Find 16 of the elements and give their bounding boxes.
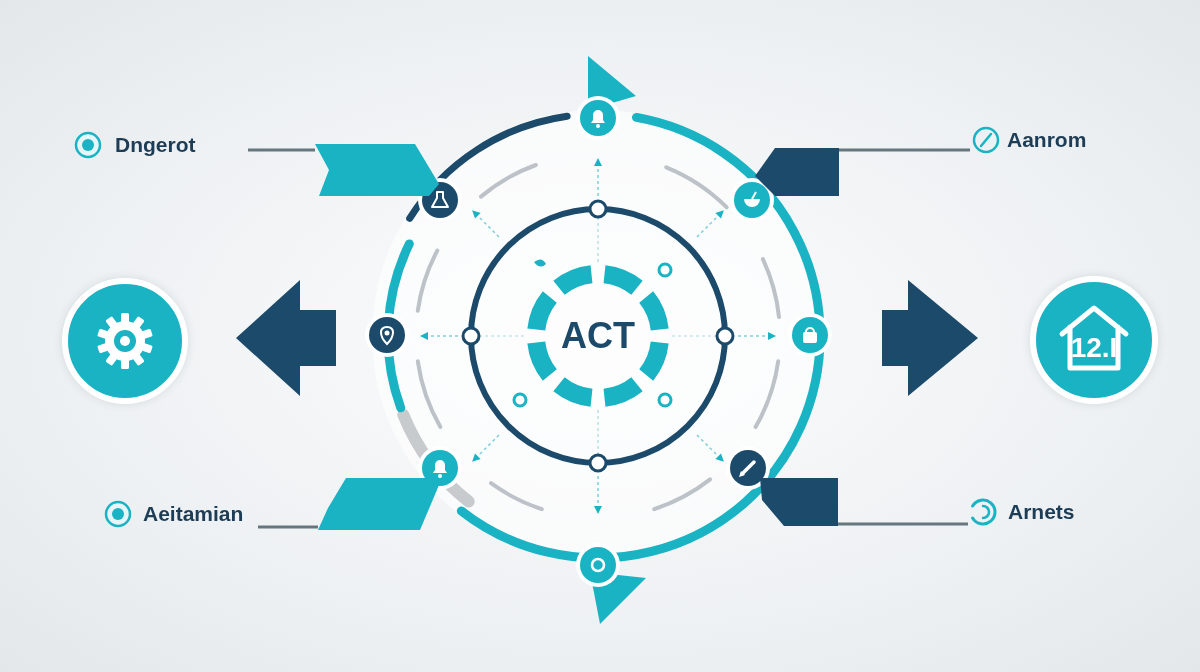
heading-text: Aeitamian — [143, 501, 244, 527]
tag-shape — [760, 478, 838, 526]
leader-line — [258, 525, 318, 529]
house-number-text: 12.I — [1070, 332, 1118, 364]
tag-shape — [318, 478, 442, 530]
tag-shape — [755, 148, 839, 196]
leader-line — [838, 522, 968, 526]
block-arrow — [236, 280, 336, 396]
tag-shape — [315, 144, 439, 196]
leader-line — [839, 148, 970, 152]
center-title: ACT — [561, 316, 635, 356]
block-arrow — [882, 280, 978, 396]
leader-line — [248, 148, 315, 152]
heading-text: Aanrom — [1007, 127, 1087, 153]
heading-text: Dngerot — [115, 132, 196, 158]
heading-text: Arnets — [1008, 499, 1075, 525]
